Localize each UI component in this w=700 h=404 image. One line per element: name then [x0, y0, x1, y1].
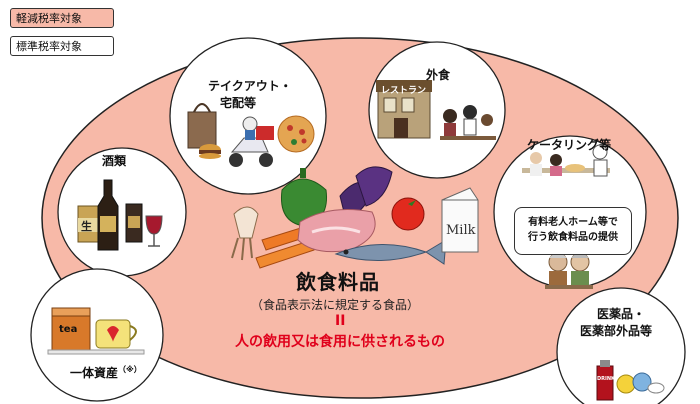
bottle-label: 生	[81, 220, 92, 233]
pharma-illustration	[596, 360, 665, 401]
legend-standard-rate: 標準税率対象	[10, 36, 114, 56]
alcohol-label: 酒類	[102, 154, 127, 168]
center-subtitle: （食品表示法に規定する食品）	[251, 298, 420, 312]
center-definition: 人の飲用又は食用に供されるもの	[235, 334, 445, 350]
milk-label: Milk	[446, 223, 476, 238]
pharma-line1: 医薬品・	[597, 307, 646, 321]
equals-mark: II	[335, 313, 346, 329]
pharma-circle	[556, 287, 686, 404]
nursing-home-line1: 有料老人ホーム等で	[528, 217, 618, 228]
bundled-assets-note: （※）	[118, 365, 142, 374]
pharma-label: 医薬品・ 医薬部外品等	[580, 305, 652, 339]
bundled-assets-text: 一体資産	[70, 366, 119, 380]
legend-reduced-rate: 軽減税率対象	[10, 8, 114, 28]
bundled-assets-label: 一体資産（※）	[70, 364, 142, 381]
tea-box-label: tea	[59, 324, 78, 335]
takeout-label-line2: 宅配等	[220, 96, 257, 110]
takeout-label-line1: テイクアウト・	[208, 79, 292, 93]
dining-out-circle	[368, 41, 506, 179]
legend-reduced-label: 軽減税率対象	[16, 12, 82, 25]
restaurant-sign: レストラン	[381, 86, 427, 96]
center-title: 飲食料品	[296, 270, 380, 294]
dining-out-illustration	[376, 80, 496, 140]
drink-label: DRINK	[597, 376, 615, 382]
tea-gift-illustration	[47, 307, 145, 355]
legend-standard-label: 標準税率対象	[16, 40, 82, 53]
nursing-home-box: 有料老人ホーム等で 行う飲食料品の提供	[514, 207, 632, 255]
food-illustration	[231, 166, 479, 269]
pharma-line2: 医薬部外品等	[580, 324, 653, 338]
takeout-label: テイクアウト・ 宅配等	[208, 77, 292, 111]
catering-label: ケータリング等	[527, 138, 612, 152]
nursing-home-line2: 行う飲食料品の提供	[528, 232, 618, 243]
alcohol-illustration	[77, 179, 163, 251]
takeout-illustration	[187, 103, 315, 167]
dining-out-label: 外食	[426, 68, 451, 82]
elderly-people-illustration	[545, 252, 593, 289]
catering-illustration	[522, 144, 610, 177]
